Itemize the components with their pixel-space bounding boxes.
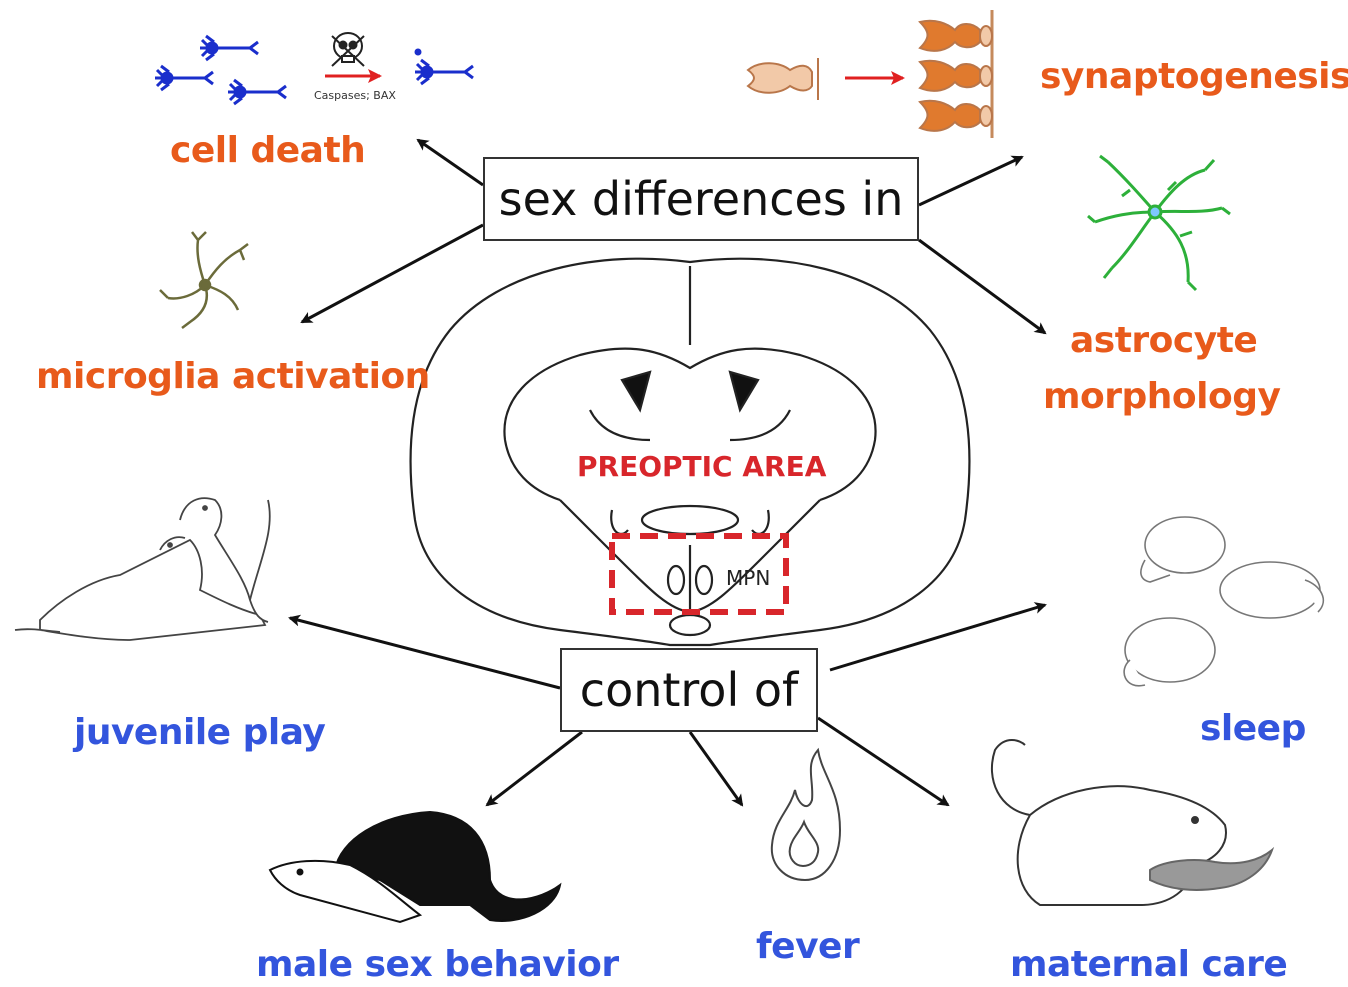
label-mpn: MPN bbox=[726, 566, 770, 590]
rat-icon bbox=[992, 740, 1272, 905]
label-cell-death: cell death bbox=[170, 130, 365, 171]
control-of-box: control of bbox=[560, 648, 818, 732]
sex-differences-box: sex differences in bbox=[483, 157, 919, 241]
rat-icon bbox=[15, 498, 270, 640]
synapse-icon bbox=[748, 58, 818, 100]
label-juvenile-play: juvenile play bbox=[74, 712, 325, 753]
label-caspases: Caspases; BAX bbox=[314, 89, 396, 102]
label-microglia-activation: microglia activation bbox=[36, 356, 430, 397]
astrocyte-icon bbox=[1088, 156, 1230, 290]
microglia-icon bbox=[160, 232, 248, 328]
label-male-sex-behavior: male sex behavior bbox=[256, 944, 619, 985]
skull-icon bbox=[332, 33, 364, 66]
label-sleep: sleep bbox=[1200, 708, 1306, 749]
label-fever: fever bbox=[756, 926, 859, 967]
label-synaptogenesis: synaptogenesis bbox=[1040, 56, 1348, 97]
label-preoptic-area: PREOPTIC AREA bbox=[577, 450, 826, 483]
label-astrocyte: astrocyte bbox=[1070, 320, 1257, 361]
label-maternal-care: maternal care bbox=[1010, 944, 1287, 985]
rat-icon bbox=[270, 812, 560, 922]
rat-icon bbox=[1124, 517, 1323, 686]
synapse-icon bbox=[920, 10, 992, 138]
label-morphology: morphology bbox=[1043, 376, 1280, 417]
flame-icon bbox=[772, 750, 840, 880]
